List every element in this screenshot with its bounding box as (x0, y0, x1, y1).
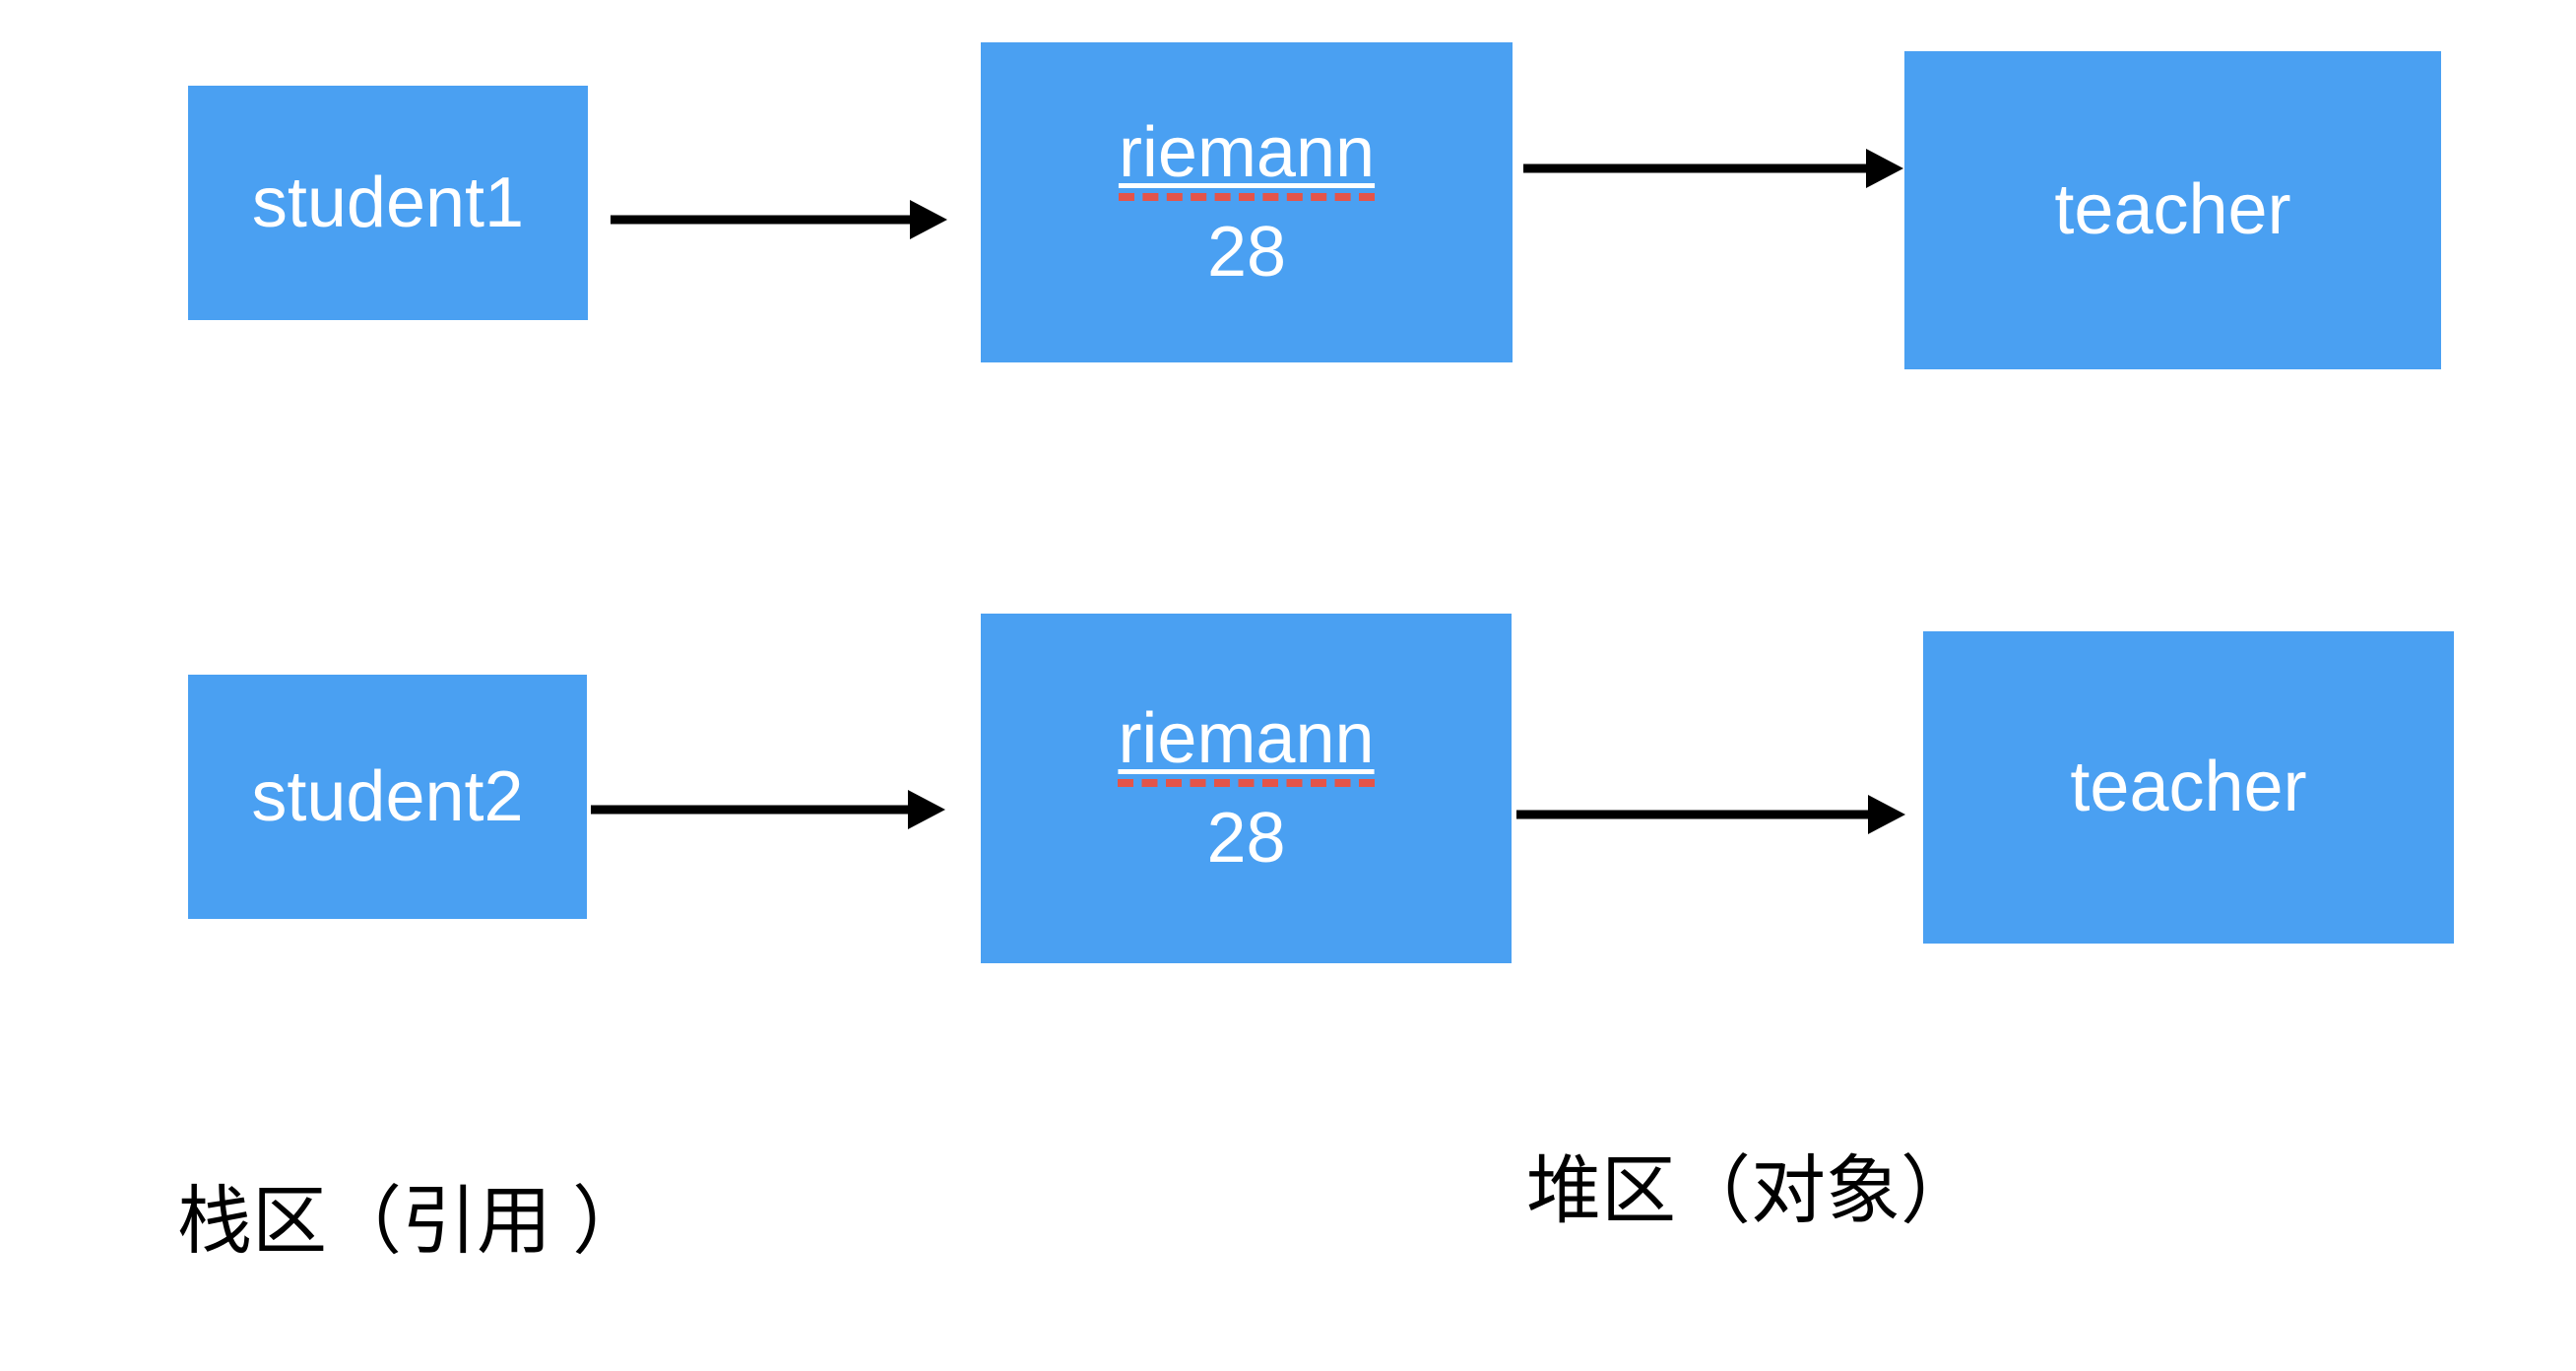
stack-box-student1: student1 (188, 86, 588, 320)
heap-target-box-row1-label: teacher (2054, 170, 2291, 250)
stack-box-student2-label: student2 (251, 756, 524, 836)
stack-box-student2: student2 (188, 675, 587, 919)
stack-box-student1-label: student1 (251, 163, 525, 242)
heap-target-box-row2: teacher (1923, 631, 2454, 944)
arrow-riemann-to-teacher-row2 (1516, 795, 1905, 834)
arrow-student1-to-riemann (611, 200, 947, 239)
caption-stack-area: 栈区（引用 ） (177, 1180, 648, 1264)
object-name-underline-row2: riemann (1118, 703, 1375, 787)
object-name-underline-row1: riemann (1118, 117, 1376, 201)
object-name-row1: riemann (1118, 113, 1376, 192)
object-age-row2: 28 (1206, 799, 1286, 878)
object-name-row2: riemann (1118, 699, 1375, 778)
heap-object-box-row1: riemann 28 (981, 42, 1513, 362)
heap-target-box-row2-label: teacher (2070, 748, 2307, 827)
heap-object-box-row2: riemann 28 (981, 614, 1512, 963)
caption-heap-area: 堆区（对象） (1526, 1149, 1975, 1233)
object-age-row1: 28 (1206, 213, 1287, 292)
arrow-student2-to-riemann (591, 790, 945, 829)
arrow-riemann-to-teacher-row1 (1523, 149, 1903, 188)
heap-target-box-row1: teacher (1904, 51, 2441, 369)
